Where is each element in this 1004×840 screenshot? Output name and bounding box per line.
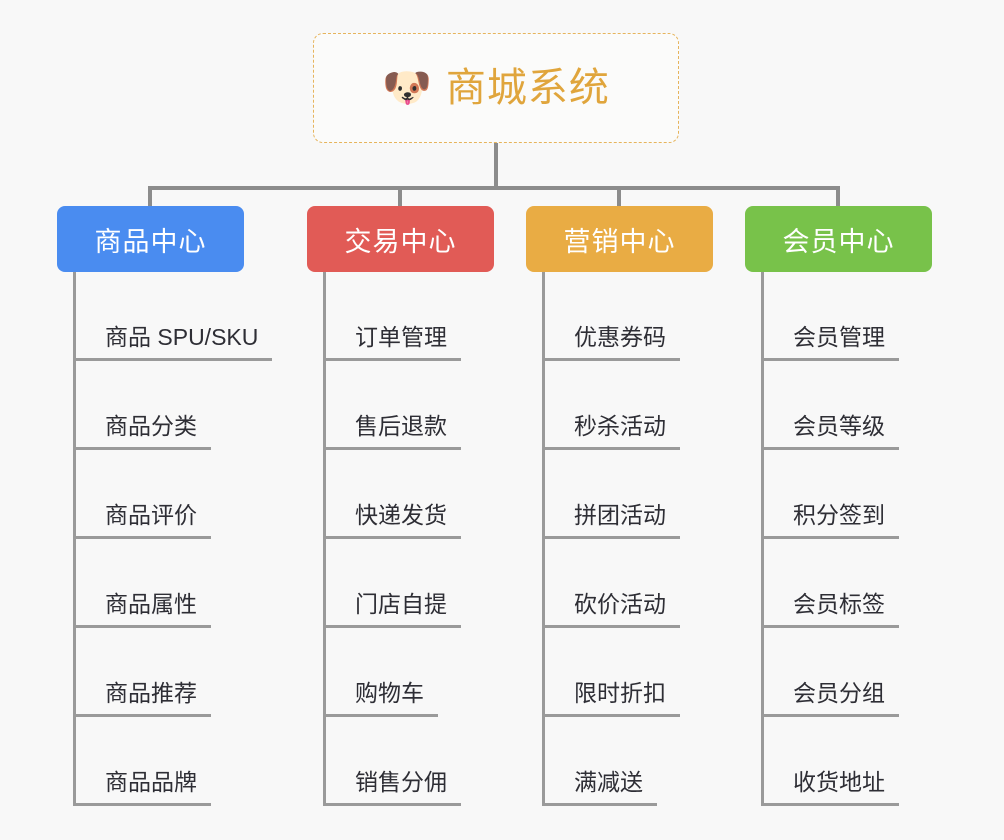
connector-drop-4	[836, 186, 840, 210]
leaf-item[interactable]: 商品推荐	[73, 628, 211, 717]
leaf-item[interactable]: 秒杀活动	[542, 361, 680, 450]
leaf-item[interactable]: 收货地址	[761, 717, 899, 806]
category-box-marketing-center[interactable]: 营销中心	[526, 206, 713, 272]
leaf-item-label: 商品 SPU/SKU	[73, 326, 273, 361]
dog-face-icon: 🐶	[382, 66, 432, 110]
leaf-item[interactable]: 门店自提	[323, 539, 461, 628]
leaf-item[interactable]: 会员等级	[761, 361, 899, 450]
leaf-item[interactable]: 销售分佣	[323, 717, 461, 806]
category-label: 会员中心	[782, 226, 895, 257]
leaf-item-label: 秒杀活动	[542, 415, 680, 450]
leaf-item[interactable]: 限时折扣	[542, 628, 680, 717]
leaf-item-label: 会员管理	[761, 326, 899, 361]
leaf-item-label: 购物车	[323, 682, 438, 717]
connector-drop-1	[148, 186, 152, 210]
leaf-item-label: 限时折扣	[542, 682, 680, 717]
branch-trunk	[761, 272, 764, 806]
root-node[interactable]: 🐶 商城系统	[313, 33, 679, 143]
leaf-item-label: 会员等级	[761, 415, 899, 450]
leaf-item[interactable]: 订单管理	[323, 272, 461, 361]
leaf-item-label: 会员分组	[761, 682, 899, 717]
leaf-item[interactable]: 商品 SPU/SKU	[73, 272, 273, 361]
leaf-item[interactable]: 快递发货	[323, 450, 461, 539]
connector-root-stem	[494, 143, 498, 190]
leaf-item[interactable]: 商品属性	[73, 539, 211, 628]
leaf-item-label: 商品推荐	[73, 682, 211, 717]
leaf-item[interactable]: 购物车	[323, 628, 438, 717]
leaf-item-label: 商品评价	[73, 504, 211, 539]
leaf-item-label: 商品分类	[73, 415, 211, 450]
leaf-item[interactable]: 砍价活动	[542, 539, 680, 628]
leaf-item-label: 满减送	[542, 771, 657, 806]
leaf-item-label: 快递发货	[323, 504, 461, 539]
root-title: 商城系统	[445, 66, 610, 110]
leaf-item-label: 门店自提	[323, 593, 461, 628]
leaf-item-label: 砍价活动	[542, 593, 680, 628]
leaf-item-label: 拼团活动	[542, 504, 680, 539]
leaf-item[interactable]: 商品评价	[73, 450, 211, 539]
leaf-item[interactable]: 商品分类	[73, 361, 211, 450]
category-box-member-center[interactable]: 会员中心	[745, 206, 932, 272]
leaf-item[interactable]: 售后退款	[323, 361, 461, 450]
branch-trunk	[323, 272, 326, 806]
connector-drop-2	[398, 186, 402, 210]
connector-bus	[150, 186, 840, 190]
category-box-product-center[interactable]: 商品中心	[57, 206, 244, 272]
branch-trunk	[542, 272, 545, 806]
leaf-item[interactable]: 优惠券码	[542, 272, 680, 361]
leaf-item[interactable]: 商品品牌	[73, 717, 211, 806]
leaf-item-label: 积分签到	[761, 504, 899, 539]
leaf-item-label: 收货地址	[761, 771, 899, 806]
category-label: 营销中心	[563, 226, 676, 257]
category-box-trade-center[interactable]: 交易中心	[307, 206, 494, 272]
leaf-item[interactable]: 会员管理	[761, 272, 899, 361]
leaf-item-label: 订单管理	[323, 326, 461, 361]
branch-trunk	[73, 272, 76, 806]
leaf-item-label: 商品品牌	[73, 771, 211, 806]
leaf-item-label: 销售分佣	[323, 771, 461, 806]
leaf-item-label: 商品属性	[73, 593, 211, 628]
leaf-item-label: 售后退款	[323, 415, 461, 450]
category-label: 商品中心	[94, 226, 207, 257]
leaf-item-label: 会员标签	[761, 593, 899, 628]
leaf-item[interactable]: 会员分组	[761, 628, 899, 717]
leaf-item[interactable]: 积分签到	[761, 450, 899, 539]
connector-drop-3	[617, 186, 621, 210]
leaf-item[interactable]: 拼团活动	[542, 450, 680, 539]
leaf-item-label: 优惠券码	[542, 326, 680, 361]
leaf-item[interactable]: 会员标签	[761, 539, 899, 628]
category-label: 交易中心	[344, 226, 457, 257]
leaf-item[interactable]: 满减送	[542, 717, 657, 806]
